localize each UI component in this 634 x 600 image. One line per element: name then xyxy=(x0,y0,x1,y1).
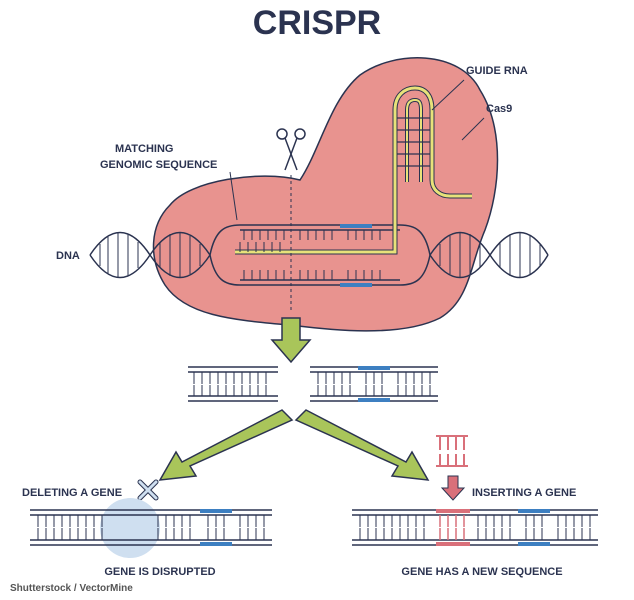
dna-helix-left xyxy=(89,231,211,279)
inserting-label: INSERTING A GENE xyxy=(472,487,576,499)
deleted-dna-bases xyxy=(37,515,265,540)
inserted-segment-bottom xyxy=(436,542,470,546)
new-sequence-label: GENE HAS A NEW SEQUENCE xyxy=(401,566,562,578)
inserted-red-bases xyxy=(439,515,465,540)
arrow-insert-down xyxy=(440,475,466,501)
close-x-icon-fill xyxy=(138,480,158,500)
arrow-to-deletion xyxy=(158,409,294,481)
diagram-title: CRISPR xyxy=(253,4,381,42)
arrow-down xyxy=(270,317,312,364)
inserted-target-bottom xyxy=(518,542,550,546)
dna-open-bottom-bases xyxy=(243,270,381,280)
deleted-target-top xyxy=(200,509,232,513)
inserted-segment-top xyxy=(436,509,470,513)
guide-rna-label: GUIDE RNA xyxy=(466,65,528,77)
cut-dna-right-bases xyxy=(317,372,431,396)
matching-label-line2: GENOMIC SEQUENCE xyxy=(100,159,217,171)
guide-rna xyxy=(235,85,472,255)
cut-right-target-bottom xyxy=(358,398,390,402)
cas9-pointer xyxy=(461,117,485,141)
cas9-protein xyxy=(152,57,499,332)
image-credit: Shutterstock / VectorMine xyxy=(6,581,137,596)
dna-open-top-bases xyxy=(243,230,381,240)
cut-right-target-top xyxy=(358,366,390,370)
inserted-target-top xyxy=(518,509,550,513)
target-site-top xyxy=(340,224,372,228)
deletion-bubble xyxy=(100,498,160,558)
arrow-to-insertion xyxy=(294,409,430,481)
dna-label: DNA xyxy=(56,250,80,262)
cut-dna-left-bases xyxy=(193,372,267,396)
cut-dna-left xyxy=(188,366,278,402)
guide-rna-pointer xyxy=(431,79,465,111)
matching-label-line1: MATCHING xyxy=(115,143,173,155)
deleted-target-bottom xyxy=(200,542,232,546)
disrupted-label: GENE IS DISRUPTED xyxy=(104,566,215,578)
deleting-label: DELETING A GENE xyxy=(22,487,122,499)
dna-open-region xyxy=(209,224,431,286)
target-site-bottom xyxy=(340,283,372,287)
inserted-dna xyxy=(352,509,598,546)
insert-fragment xyxy=(436,435,468,467)
cas9-label: Cas9 xyxy=(486,103,512,115)
scissors-icon xyxy=(276,128,306,171)
matching-pointer xyxy=(229,171,238,221)
inserted-dna-bases xyxy=(359,515,591,540)
dna-helix-right xyxy=(429,231,549,279)
